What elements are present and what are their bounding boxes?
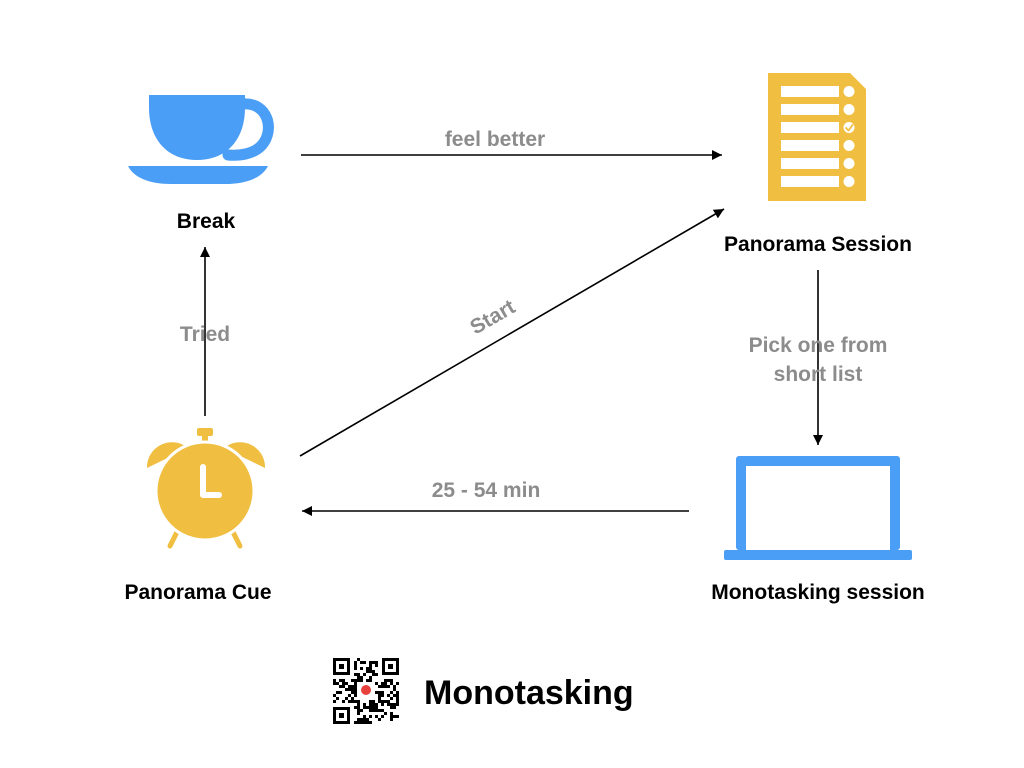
qr-code-icon bbox=[332, 657, 400, 725]
edge-label-pick-one-line2: short list bbox=[774, 363, 863, 386]
edge-label-tried: Tried bbox=[180, 323, 230, 346]
node-label-break: Break bbox=[177, 210, 236, 233]
footer-title: Monotasking bbox=[424, 674, 634, 712]
edge-label-feel-better: feel better bbox=[445, 128, 545, 151]
node-label-panorama-session: Panorama Session bbox=[724, 233, 912, 256]
node-label-panorama-cue: Panorama Cue bbox=[124, 581, 271, 604]
checklist-document-icon bbox=[768, 73, 866, 201]
coffee-cup-icon bbox=[128, 95, 274, 184]
alarm-clock-icon bbox=[146, 428, 266, 549]
edge-label-duration: 25 - 54 min bbox=[432, 479, 541, 502]
edge-cue-to-panorama-session bbox=[299, 208, 725, 457]
laptop-icon bbox=[724, 456, 912, 560]
edge-label-pick-one-line1: Pick one from bbox=[749, 334, 888, 357]
node-label-monotasking-session: Monotasking session bbox=[711, 581, 925, 604]
